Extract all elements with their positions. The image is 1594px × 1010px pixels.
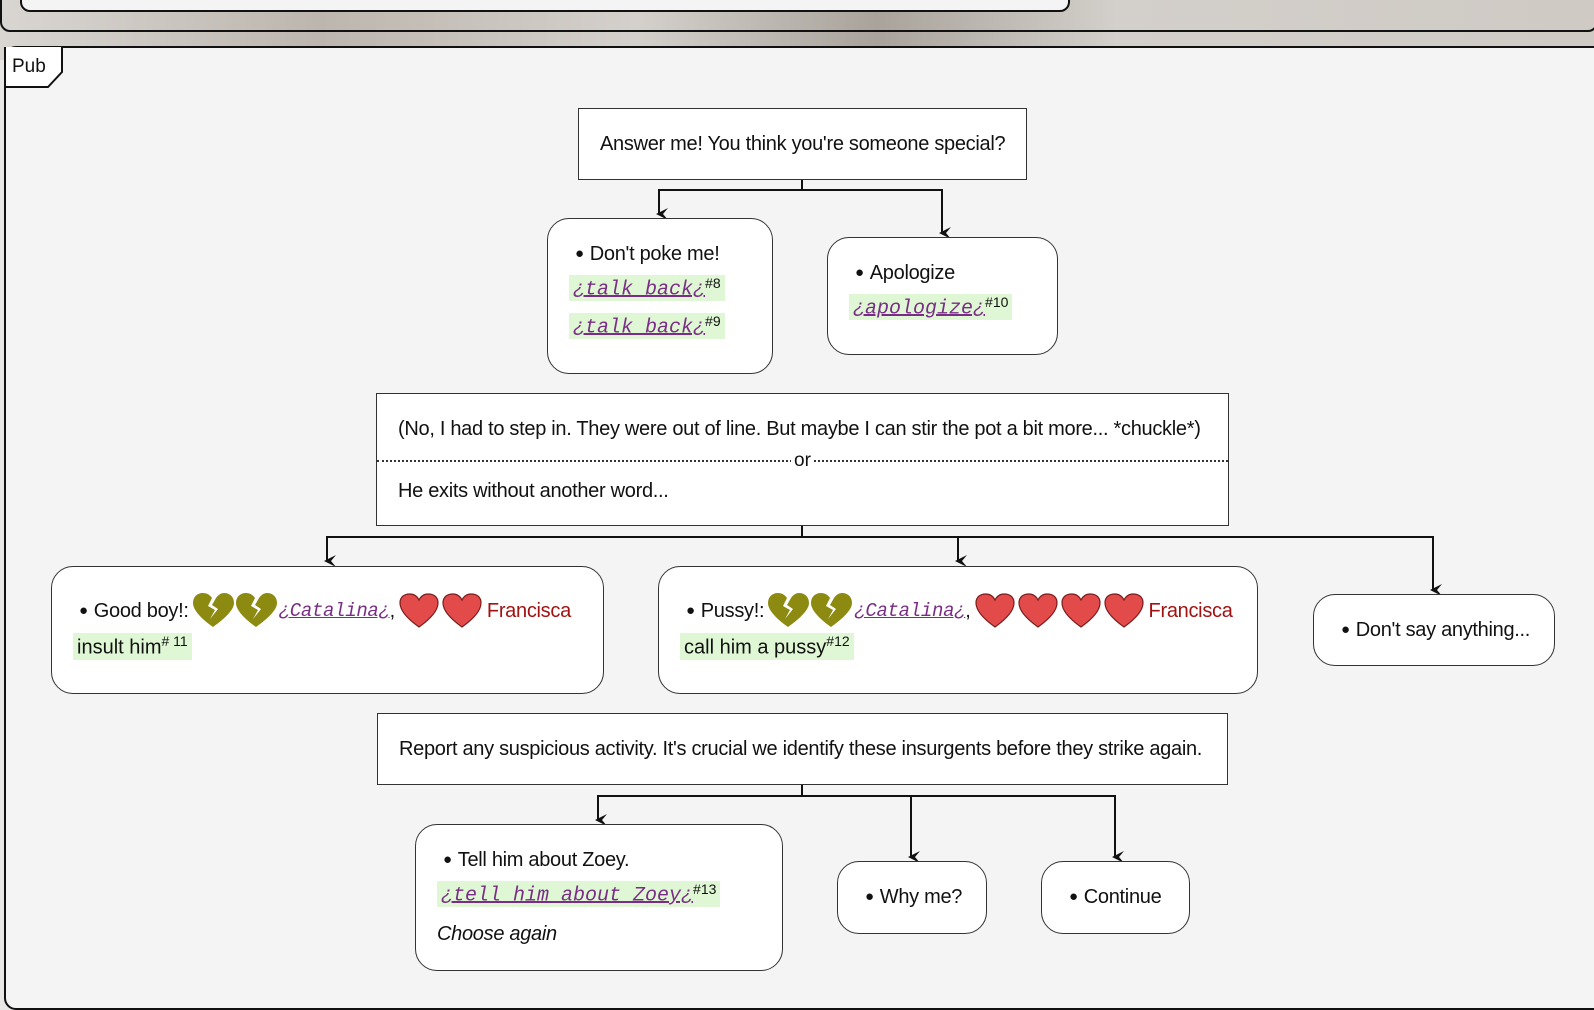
group-frame-pub: [4, 46, 1594, 1010]
choice-continue[interactable]: Continue: [1041, 861, 1190, 934]
previous-group-frame: [0, 0, 1594, 32]
catalina-link[interactable]: ¿Catalina¿: [854, 600, 966, 622]
broken-heart-icon: [192, 593, 277, 627]
npc-line-box: Answer me! You think you're someone spec…: [578, 108, 1027, 180]
ref-badge: #13: [693, 881, 717, 897]
choice-title-row: Pussy!: ¿Catalina¿ , Francisca: [686, 593, 1233, 629]
talk-back-link[interactable]: ¿talk back¿: [573, 278, 706, 302]
choice-tell-about-zoey[interactable]: Tell him about Zoey. ¿tell him about Zoe…: [415, 824, 783, 971]
action-text: call him a pussy: [684, 636, 827, 659]
action-text: insult him: [77, 636, 162, 659]
choice-link-row: ¿talk back¿#8: [569, 275, 725, 302]
choice-good-boy[interactable]: Good boy!: ¿Catalina¿ , Francisca insult…: [51, 566, 604, 694]
choice-link-row: ¿tell him about Zoey¿#13: [437, 881, 721, 908]
npc-line-text: Report any suspicious activity. It's cru…: [399, 738, 1203, 760]
apologize-link[interactable]: ¿apologize¿: [853, 297, 986, 321]
choice-title-row: Good boy!: ¿Catalina¿ , Francisca: [79, 593, 571, 629]
choice-title: Good boy!:: [79, 600, 189, 623]
narration-line-1: (No, I had to step in. They were out of …: [398, 418, 1201, 440]
separator: ,: [389, 599, 396, 622]
choice-apologize[interactable]: Apologize ¿apologize¿#10: [827, 237, 1058, 355]
choice-action-row: call him a pussy#12: [680, 633, 854, 660]
npc-line-box: Report any suspicious activity. It's cru…: [377, 713, 1228, 785]
choice-why-me[interactable]: Why me?: [837, 861, 987, 934]
choice-pussy[interactable]: Pussy!: ¿Catalina¿ , Francisca call him …: [658, 566, 1258, 694]
ref-badge: #9: [705, 313, 721, 329]
choice-link-row: ¿talk back¿#9: [569, 313, 725, 340]
broken-heart-icon: [768, 593, 853, 627]
francisca-label: Francisca: [486, 599, 571, 622]
choice-title: Why me?: [865, 886, 963, 909]
separator: ,: [965, 599, 971, 622]
narration-box: (No, I had to step in. They were out of …: [376, 393, 1229, 526]
group-tab: [4, 47, 63, 88]
ref-badge: # 11: [161, 633, 188, 649]
choice-dont-poke-me[interactable]: Don't poke me! ¿talk back¿#8 ¿talk back¿…: [547, 218, 773, 374]
ref-badge: #10: [985, 294, 1009, 310]
heart-icon: [974, 593, 1144, 628]
choice-action-row: insult him# 11: [73, 633, 192, 660]
heart-icon: [399, 593, 482, 628]
choice-link-row: ¿apologize¿#10: [849, 294, 1013, 321]
ref-badge: #12: [826, 633, 850, 649]
choice-title: Pussy!:: [686, 600, 765, 623]
previous-node-box: [20, 0, 1070, 12]
choice-title: Don't say anything...: [1341, 619, 1531, 642]
ref-badge: #8: [705, 275, 721, 291]
choose-again-note: Choose again: [437, 923, 557, 945]
choice-title: Tell him about Zoey.: [443, 849, 630, 872]
choice-title: Apologize: [855, 262, 955, 285]
choice-title: Don't poke me!: [575, 243, 720, 266]
catalina-link[interactable]: ¿Catalina¿: [278, 600, 390, 622]
tell-zoey-link[interactable]: ¿tell him about Zoey¿: [441, 884, 694, 908]
group-label: Pub: [12, 56, 46, 77]
choice-title: Continue: [1069, 886, 1162, 909]
francisca-label: Francisca: [1148, 599, 1233, 622]
choice-dont-say-anything[interactable]: Don't say anything...: [1313, 594, 1555, 666]
npc-line-text: Answer me! You think you're someone spec…: [600, 133, 1006, 155]
narration-line-2: He exits without another word...: [398, 480, 669, 502]
or-label: or: [791, 450, 814, 472]
talk-back-link[interactable]: ¿talk back¿: [573, 316, 706, 340]
